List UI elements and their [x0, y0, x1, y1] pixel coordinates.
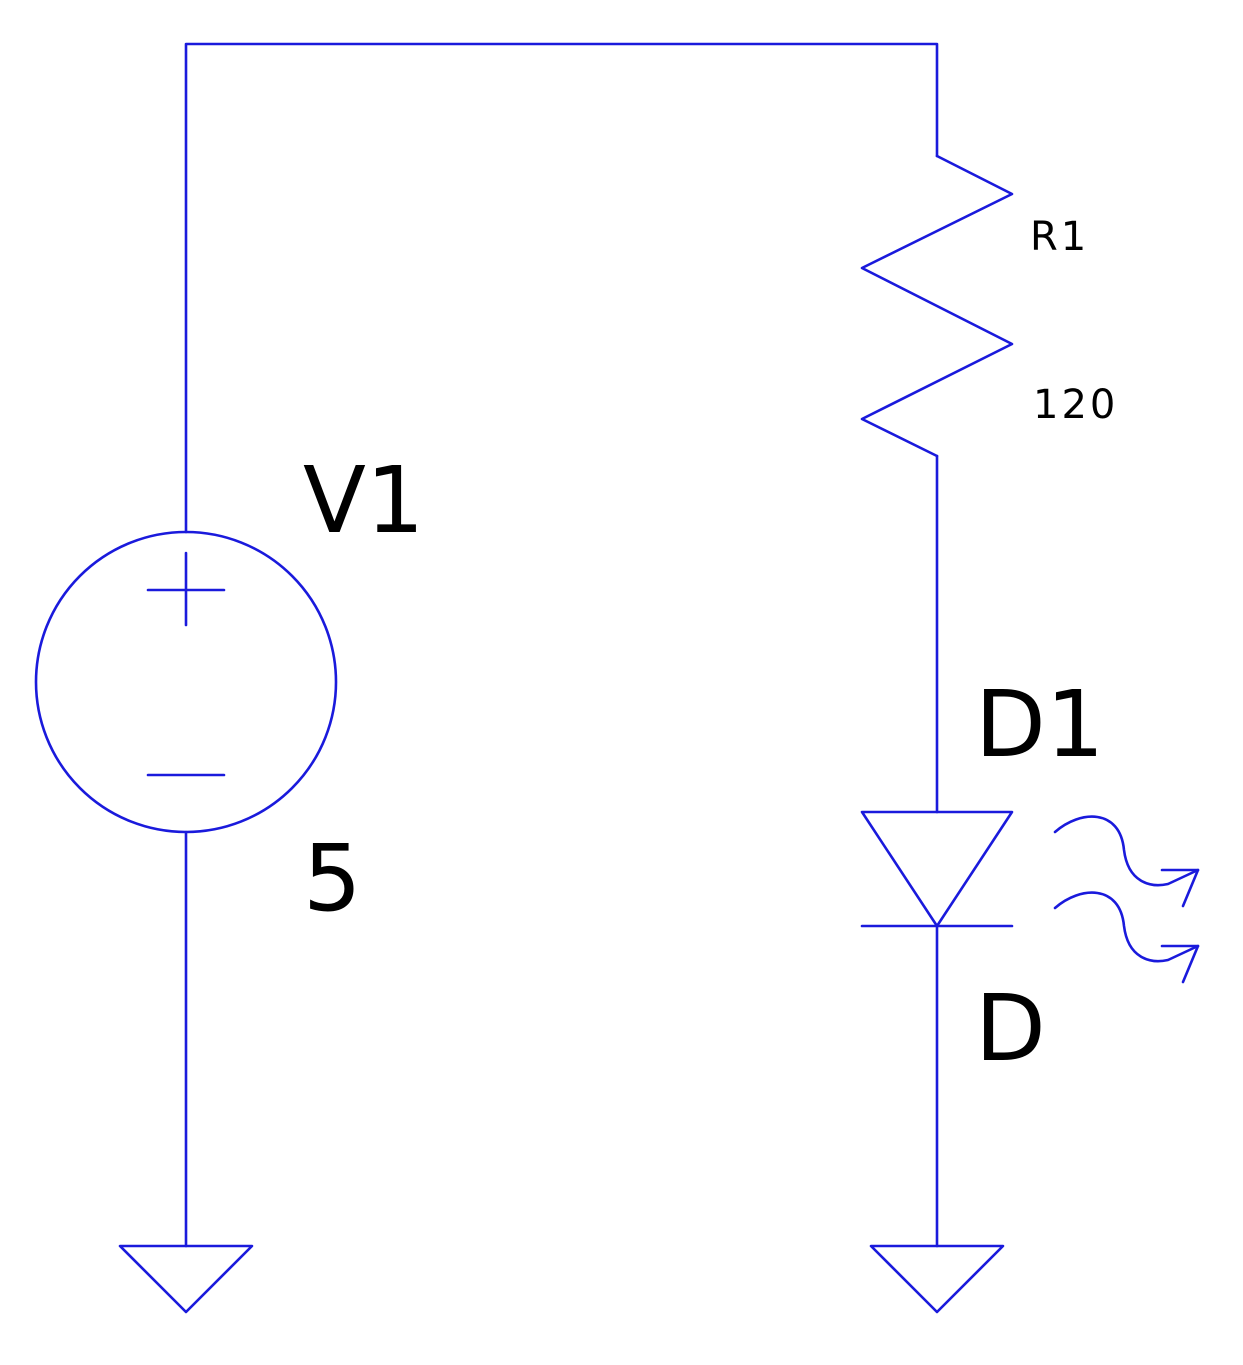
led-value: D [975, 975, 1046, 1082]
led-icon [860, 810, 1200, 984]
voltage-source-value: 5 [303, 825, 362, 932]
wire-top [184, 42, 939, 534]
voltage-source-icon [34, 530, 338, 834]
ground-icon [869, 1244, 1005, 1314]
resistor-value: 120 [1033, 382, 1118, 428]
ground-icon [118, 1244, 254, 1314]
voltage-source-name: V1 [303, 447, 424, 554]
plus-sign-icon [146, 551, 226, 627]
led-name: D1 [975, 671, 1104, 778]
resistor-icon [860, 154, 1014, 458]
light-emission-icon [1053, 815, 1200, 984]
resistor-name: R1 [1030, 214, 1089, 260]
